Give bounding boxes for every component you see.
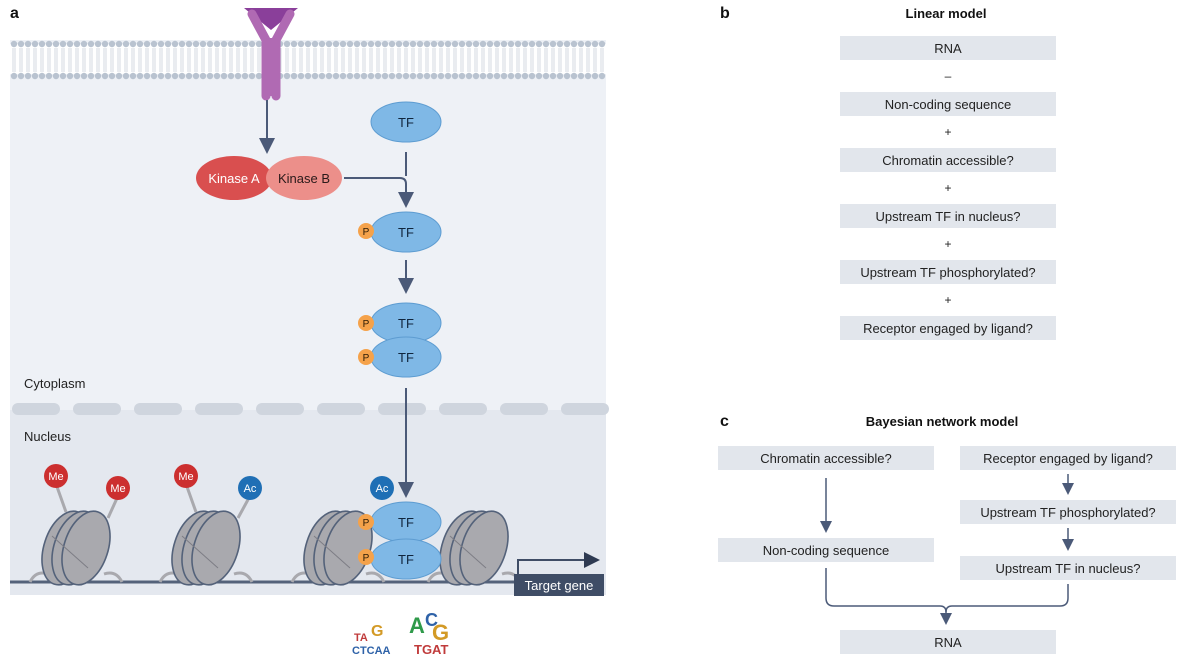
node-noncoding-label: Non-coding sequence bbox=[763, 543, 889, 558]
nucleus-label: Nucleus bbox=[24, 429, 71, 444]
phospho-label: P bbox=[363, 518, 370, 529]
phospho-label: P bbox=[363, 553, 370, 564]
node-receptor bbox=[960, 446, 1176, 470]
node-chromatin-label: Chromatin accessible? bbox=[760, 451, 892, 466]
tf-label: TF bbox=[398, 316, 414, 331]
linear-term-box bbox=[840, 204, 1056, 228]
linear-term-box bbox=[840, 148, 1056, 172]
node-in-nucleus bbox=[960, 556, 1176, 580]
node-chromatin bbox=[718, 446, 934, 470]
kinase-b-label: Kinase B bbox=[278, 171, 330, 186]
tf-label: TF bbox=[398, 115, 414, 130]
edge-noncoding-to-rna bbox=[825, 568, 952, 625]
motif-logo-left-bottom: CTCAA bbox=[352, 645, 391, 657]
node-phosphorylated bbox=[960, 500, 1176, 524]
linear-operator: – bbox=[945, 69, 952, 83]
methyl-label: Me bbox=[178, 471, 193, 483]
nuclear-envelope bbox=[12, 403, 609, 415]
phospho-icon bbox=[358, 223, 374, 239]
sequence-motif: TA G CTCAA A C G TGAT bbox=[352, 610, 449, 657]
nucleosomes bbox=[28, 510, 522, 586]
motif-letter-c: C bbox=[425, 610, 438, 630]
phospho-label: P bbox=[363, 227, 370, 238]
tf-label: TF bbox=[398, 225, 414, 240]
acetyl-label: Ac bbox=[244, 483, 257, 495]
target-gene: Target gene bbox=[514, 552, 604, 596]
tf-label: TF bbox=[398, 552, 414, 567]
arrow-kinase-to-tf bbox=[344, 177, 414, 208]
nucleosome bbox=[290, 510, 386, 586]
motif-letter: G bbox=[371, 623, 383, 640]
node-in-nucleus-label: Upstream TF in nucleus? bbox=[996, 561, 1141, 576]
linear-term-label: RNA bbox=[934, 41, 962, 56]
node-rna bbox=[840, 630, 1056, 654]
transcription-start-arrow bbox=[517, 552, 600, 574]
panel-a: a Kinase A Kinase B bbox=[10, 5, 609, 657]
nucleosome bbox=[28, 510, 124, 586]
tf-dimer-nucleus: TF TF P P bbox=[358, 501, 442, 580]
node-rna-label: RNA bbox=[934, 635, 962, 650]
panel-c: c Bayesian network model Chromatin acces… bbox=[718, 413, 1176, 654]
target-gene-label: Target gene bbox=[525, 578, 594, 593]
acetyl-icon bbox=[238, 476, 262, 500]
motif-logo-right-bottom: TGAT bbox=[414, 642, 448, 657]
node-phosphorylated-label: Upstream TF phosphorylated? bbox=[980, 505, 1155, 520]
tf-phosphorylated: TF P bbox=[358, 211, 442, 253]
panel-a-letter: a bbox=[10, 5, 19, 22]
methyl-label: Me bbox=[48, 471, 63, 483]
tf-dimer-cytoplasm: TF TF P P bbox=[358, 302, 442, 378]
histone-marks: Me Me Me Ac Ac bbox=[44, 464, 394, 519]
linear-operator: + bbox=[944, 237, 951, 251]
kinase-a: Kinase A bbox=[196, 156, 272, 200]
panel-b-letter: b bbox=[720, 5, 730, 22]
kinase-b: Kinase B bbox=[266, 156, 342, 200]
motif-letter-g: G bbox=[432, 620, 449, 645]
linear-model-operators: – + + + + bbox=[944, 69, 951, 307]
phospho-icon bbox=[358, 549, 374, 565]
tf-label: TF bbox=[398, 515, 414, 530]
phospho-icon bbox=[358, 349, 374, 365]
linear-operator: + bbox=[944, 125, 951, 139]
panel-b: b Linear model RNA Non-coding sequenceChr… bbox=[720, 5, 1056, 340]
linear-term-label: Upstream TF phosphorylated? bbox=[860, 265, 1035, 280]
methyl-icon bbox=[174, 464, 198, 488]
methyl-icon bbox=[44, 464, 68, 488]
panel-c-letter: c bbox=[720, 413, 729, 430]
linear-term-box bbox=[840, 92, 1056, 116]
phospho-icon bbox=[358, 315, 374, 331]
tf-label: TF bbox=[398, 350, 414, 365]
panel-c-title: Bayesian network model bbox=[866, 414, 1018, 429]
linear-term-box bbox=[840, 36, 1056, 60]
node-noncoding bbox=[718, 538, 934, 562]
receptor-icon bbox=[244, 8, 298, 101]
linear-term-box bbox=[840, 260, 1056, 284]
panel-b-title: Linear model bbox=[906, 6, 987, 21]
kinase-a-label: Kinase A bbox=[208, 171, 260, 186]
linear-term-box bbox=[840, 316, 1056, 340]
nucleosome bbox=[426, 510, 522, 586]
phospho-icon bbox=[358, 514, 374, 530]
cell-membrane bbox=[10, 40, 606, 80]
phospho-label: P bbox=[363, 319, 370, 330]
phospho-label: P bbox=[363, 353, 370, 364]
linear-term-label: Upstream TF in nucleus? bbox=[876, 209, 1021, 224]
acetyl-icon bbox=[370, 476, 394, 500]
nucleosome bbox=[158, 510, 254, 586]
linear-operator: + bbox=[944, 293, 951, 307]
methyl-icon bbox=[106, 476, 130, 500]
linear-term-label: Receptor engaged by ligand? bbox=[863, 321, 1033, 336]
node-receptor-label: Receptor engaged by ligand? bbox=[983, 451, 1153, 466]
tf-cytoplasm: TF bbox=[370, 101, 442, 143]
linear-term-label: Chromatin accessible? bbox=[882, 153, 1014, 168]
methyl-label: Me bbox=[110, 483, 125, 495]
motif-logo-left-top: TA bbox=[354, 632, 368, 644]
acetyl-label: Ac bbox=[376, 483, 389, 495]
linear-operator: + bbox=[944, 181, 951, 195]
linear-term-label: Non-coding sequence bbox=[885, 97, 1011, 112]
motif-letter-a: A bbox=[409, 613, 425, 638]
edge-nucleus-to-rna bbox=[945, 584, 1069, 613]
cytoplasm-label: Cytoplasm bbox=[24, 376, 85, 391]
